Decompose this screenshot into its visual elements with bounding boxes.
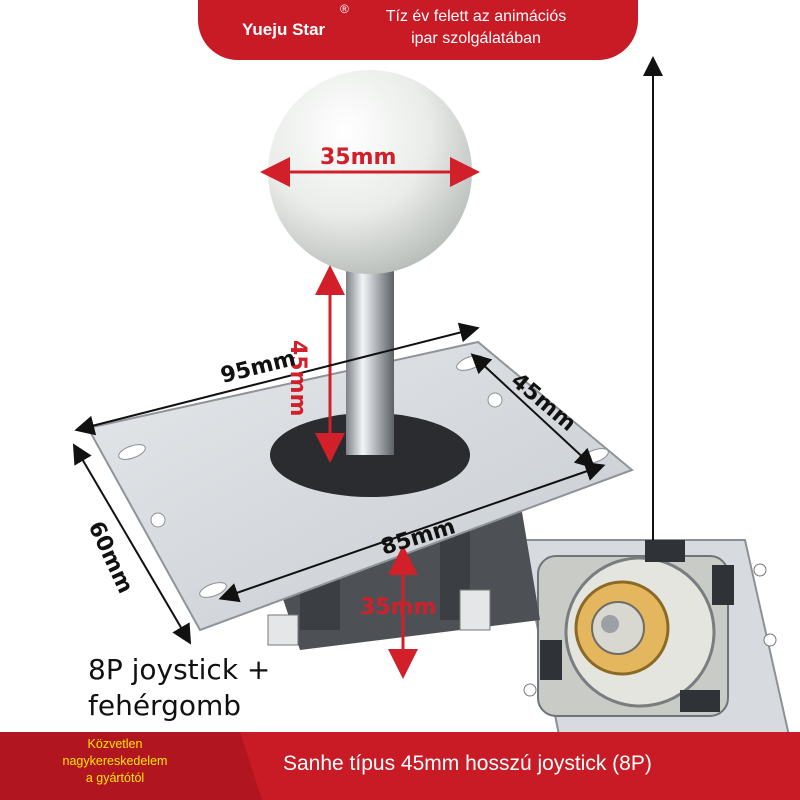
footer-product-title: Sanhe típus 45mm hosszú joystick (8P): [283, 752, 652, 775]
footer-wholesale-panel: Közvetlen nagykereskedelem a gyártótól: [0, 732, 262, 800]
arrow-top-length: [74, 322, 480, 436]
base-height-label: 35mm: [360, 595, 437, 620]
wholesale-line-3: a gyártótól: [85, 771, 145, 785]
slogan: Tíz év felett az animációs ipar szolgála…: [366, 6, 586, 50]
ball-diameter-label: 35mm: [320, 145, 397, 170]
product-caption: 8P joystick + fehérgomb: [88, 652, 270, 724]
slogan-line-1: Tíz év felett az animációs: [385, 8, 567, 25]
wholesale-line-1: Közvetlen: [87, 737, 143, 751]
arrow-bottom-length: [218, 461, 606, 603]
joystick-underside-photo: [518, 539, 792, 741]
caption-line-1: 8P joystick +: [88, 653, 271, 686]
registered-mark: ®: [340, 2, 349, 16]
wholesale-note: Közvetlen nagykereskedelem a gyártótól: [30, 736, 200, 787]
slogan-line-2: ipar szolgálatában: [411, 30, 541, 47]
caption-line-2: fehérgomb: [88, 689, 242, 722]
wholesale-line-2: nagykereskedelem: [62, 754, 168, 768]
footer-banner: Közvetlen nagykereskedelem a gyártótól S…: [0, 732, 800, 800]
arrow-left-width: [72, 443, 192, 645]
top-banner: Yueju Star ® Tíz év felett az animációs …: [198, 0, 638, 60]
arrow-right-width: [470, 353, 596, 469]
brand-name: Yueju Star: [242, 20, 326, 39]
